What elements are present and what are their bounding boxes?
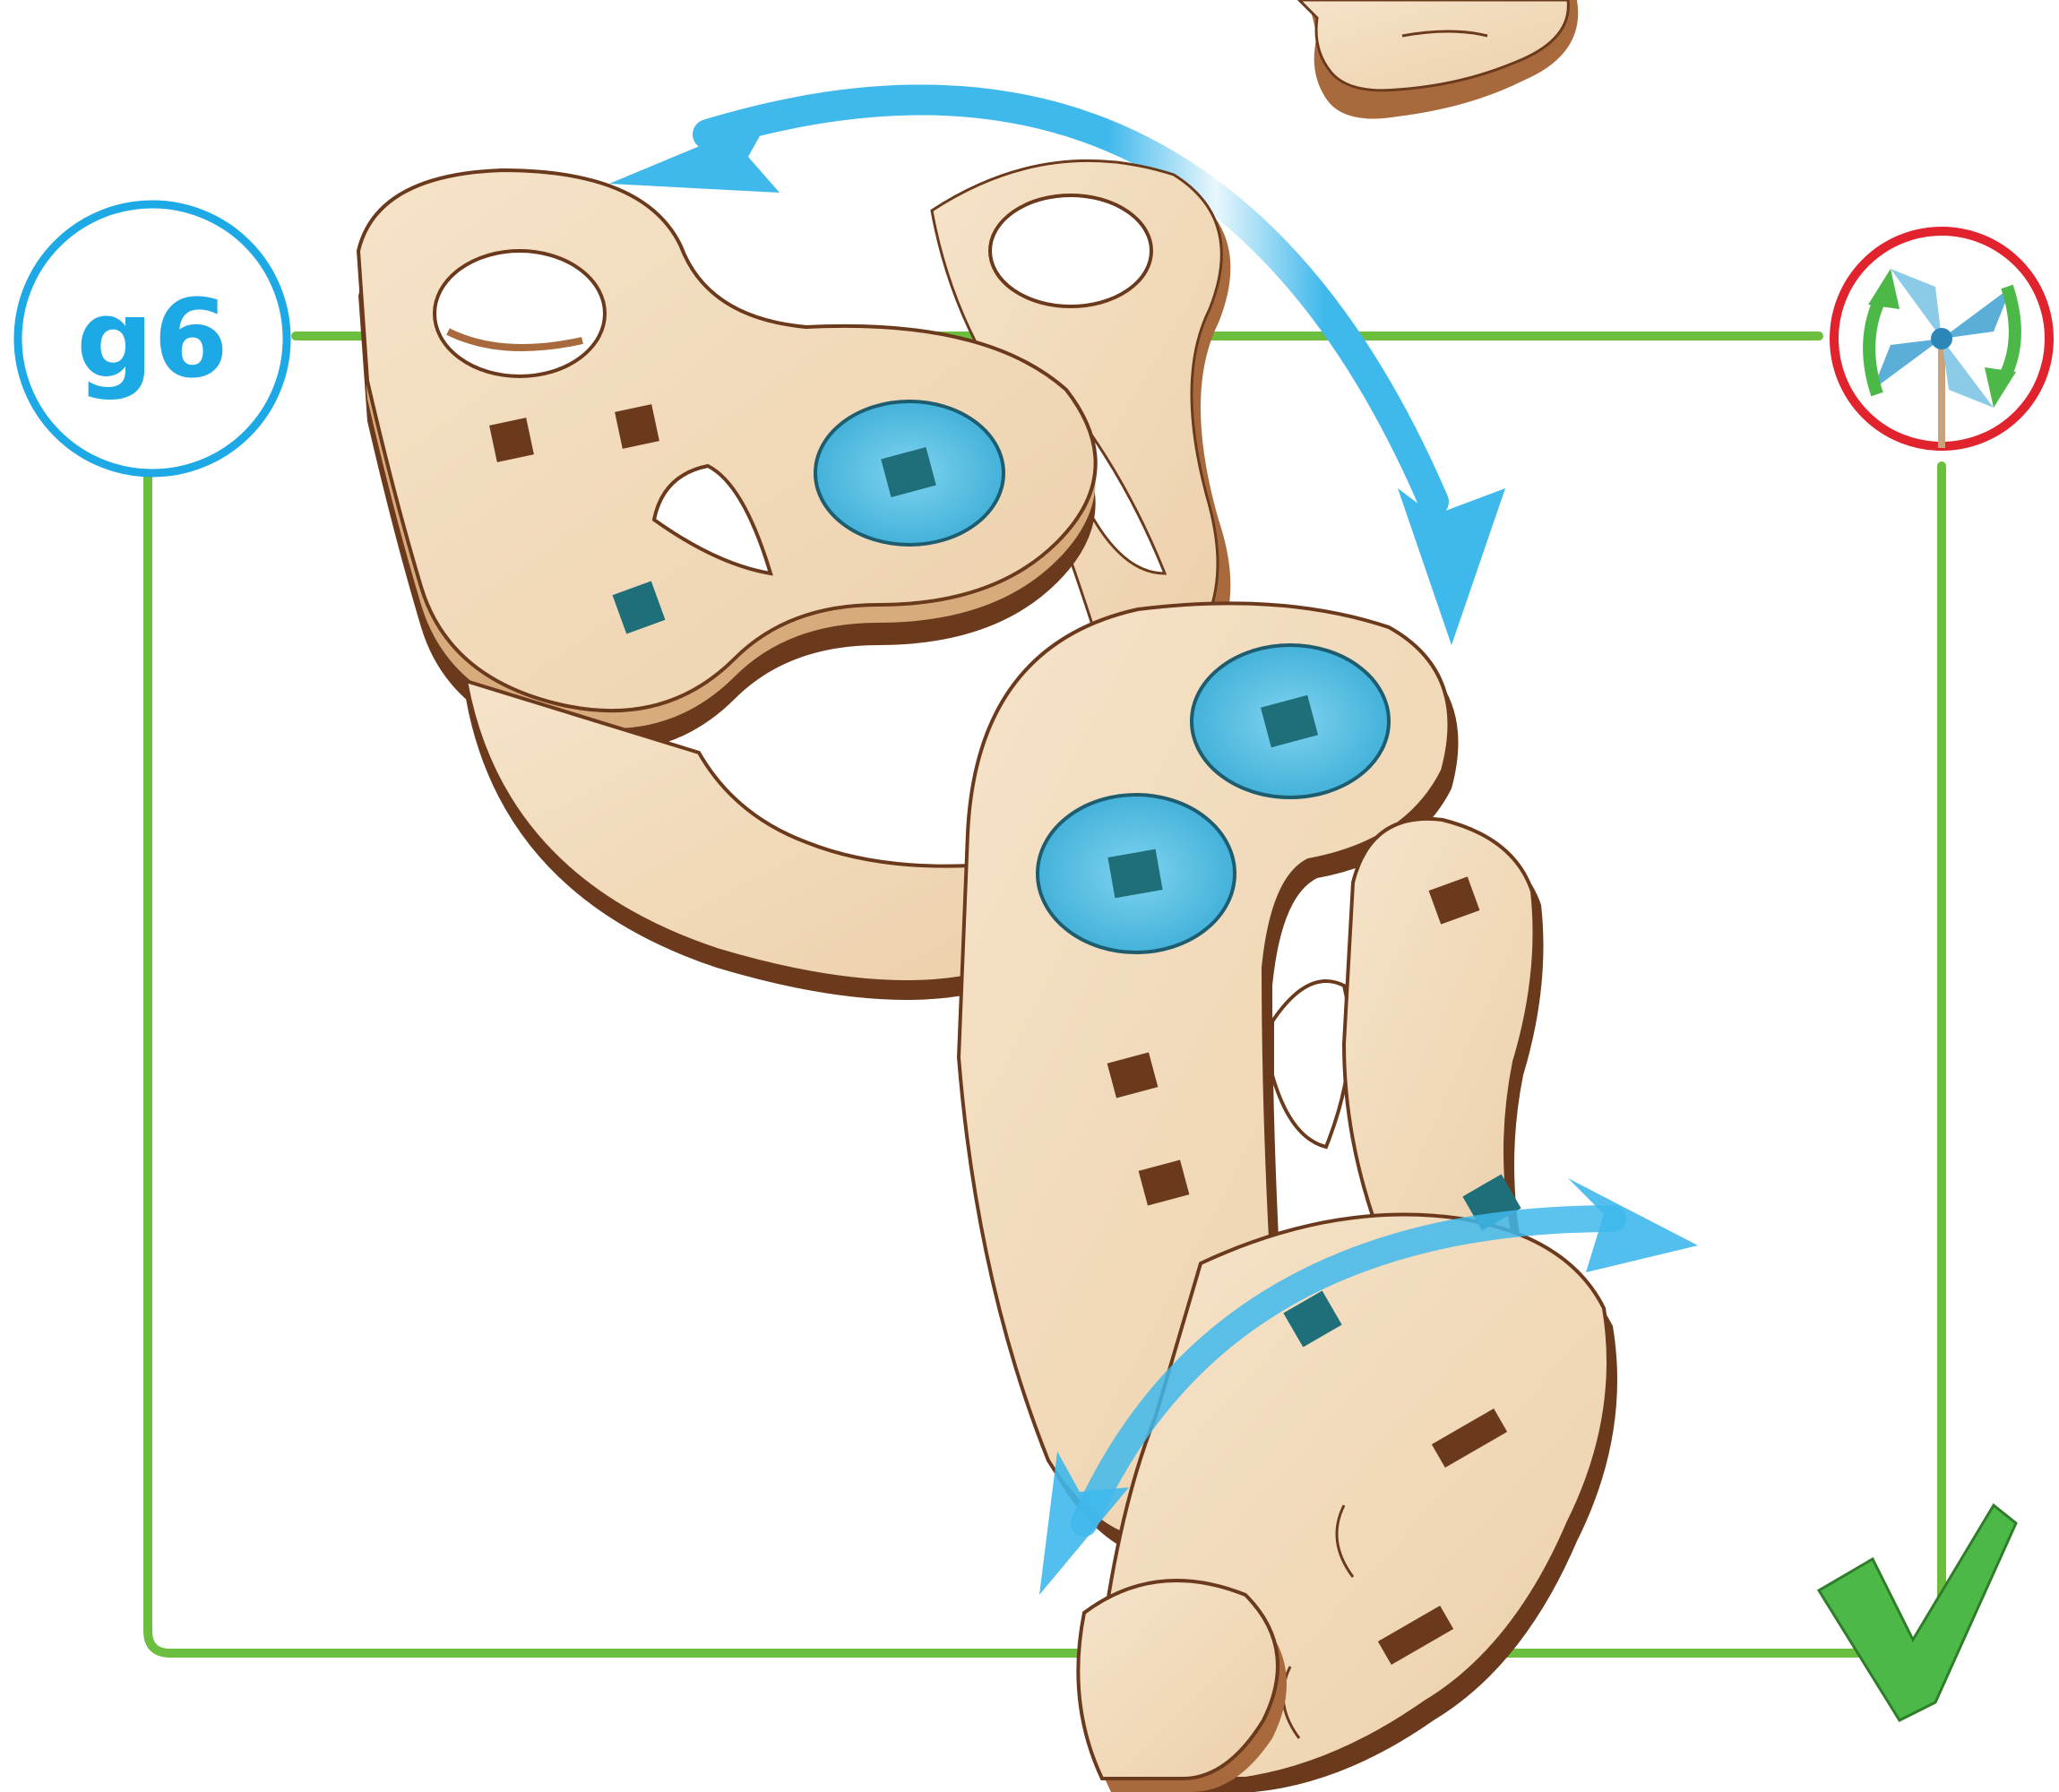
checkmark-icon — [1819, 1505, 2016, 1720]
connecting-link — [466, 681, 1030, 1000]
top-partial-piece — [1299, 0, 1578, 119]
step-badge: g6 — [18, 204, 287, 473]
step-label: g6 — [76, 278, 228, 402]
pinwheel-rotate-icon — [1834, 231, 2049, 448]
